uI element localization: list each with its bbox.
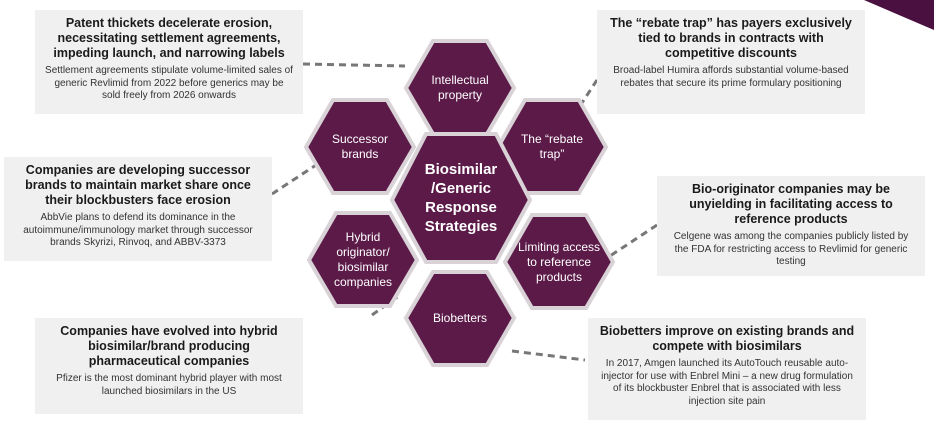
connector-access xyxy=(609,223,658,258)
callout-successor: Companies are developing successor brand… xyxy=(4,157,272,261)
corner-accent xyxy=(864,0,934,30)
connector-biobetters xyxy=(511,349,586,362)
callout-body: Pfizer is the most dominant hybrid playe… xyxy=(56,373,282,397)
callout-hybrid: Companies have evolved into hybrid biosi… xyxy=(35,318,303,414)
hex-text: Intellectual property xyxy=(431,73,489,102)
hex-hybrid xyxy=(306,211,420,308)
callout-heading: Patent thickets decelerate erosion, nece… xyxy=(53,16,285,60)
hex-center xyxy=(389,132,533,264)
hex-text: Successor brands xyxy=(331,132,389,161)
callout-body: In 2017, Amgen launched its AutoTouch re… xyxy=(601,358,853,407)
center-title-text: Biosimilar /Generic Response Strategies xyxy=(424,161,498,235)
hex-successor-brands xyxy=(303,98,417,195)
callout-body: Celgene was among the companies publicly… xyxy=(673,231,909,267)
callout-body: AbbVie plans to defend its dominance in … xyxy=(23,212,253,248)
hex-label-hybrid: Hybrid originator/ biosimilar companies xyxy=(318,230,408,290)
connector-successor xyxy=(271,163,317,196)
center-title: Biosimilar /Generic Response Strategies xyxy=(406,148,516,248)
callout-patent: Patent thickets decelerate erosion, nece… xyxy=(35,10,303,114)
hex-text: Limiting access to reference products xyxy=(517,239,601,284)
hex-text: Biobetters xyxy=(432,310,488,325)
hex-biobetters xyxy=(403,270,517,367)
hex-label-successor-brands: Successor brands xyxy=(315,117,405,177)
callout-body: Broad-label Humira affords substantial v… xyxy=(613,65,849,89)
callout-heading: Biobetters improve on existing brands an… xyxy=(599,324,855,353)
hex-label-intellectual-property: Intellectual property xyxy=(415,58,505,118)
callout-biobetters: Biobetters improve on existing brands an… xyxy=(588,318,866,420)
callout-access: Bio-originator companies may be unyieldi… xyxy=(657,176,925,276)
hex-text: The “rebate trap” xyxy=(520,132,584,161)
callout-heading: Companies are developing successor brand… xyxy=(25,163,251,207)
callout-rebate: The “rebate trap” has payers exclusively… xyxy=(597,10,865,114)
hex-label-rebate-trap: The “rebate trap” xyxy=(507,117,597,177)
hex-label-biobetters: Biobetters xyxy=(415,288,505,348)
hex-limiting-access xyxy=(502,213,616,310)
callout-body: Settlement agreements stipulate volume-l… xyxy=(45,65,293,101)
hexagons xyxy=(303,39,616,367)
connector-patent xyxy=(302,62,406,68)
callout-heading: Bio-originator companies may be unyieldi… xyxy=(689,182,893,226)
callout-heading: The “rebate trap” has payers exclusively… xyxy=(610,16,852,60)
callout-heading: Companies have evolved into hybrid biosi… xyxy=(60,324,278,368)
hex-label-limiting-access: Limiting access to reference products xyxy=(514,232,604,292)
hex-text: Hybrid originator/ biosimilar companies xyxy=(333,230,393,289)
